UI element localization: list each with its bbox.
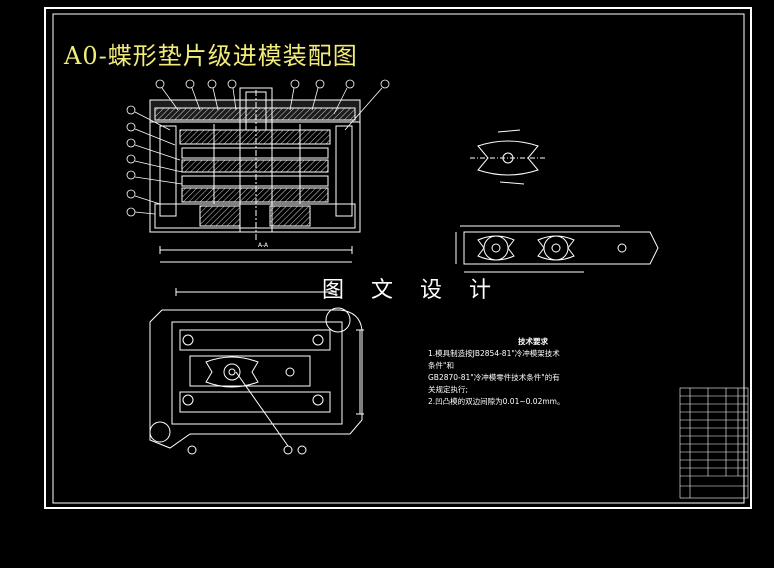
plan-view <box>149 288 364 455</box>
section-label: A-A <box>258 242 269 249</box>
requirement-line: 2.凹凸模的双边间隙为0.01~0.02mm。 <box>428 397 565 406</box>
outer-frame <box>44 7 752 509</box>
front-section-view <box>149 87 361 263</box>
inner-frame <box>52 13 745 504</box>
requirement-line: GB2870-81"冷冲模零件技术条件"的有 <box>428 373 560 382</box>
requirement-line: 1.模具制造按JB2854-81"冷冲模架技术 <box>428 349 560 358</box>
requirement-line: 关规定执行; <box>428 385 469 394</box>
part-balloons-left <box>126 105 183 217</box>
drawing-title: A0-蝶形垫片级进模装配图 <box>64 42 358 70</box>
part-balloons-top <box>155 79 390 131</box>
watermark-text: 图 文 设 计 <box>322 278 501 303</box>
washer-detail-view <box>470 129 546 185</box>
title-block <box>679 387 749 499</box>
requirement-line: 条件"和 <box>428 361 454 370</box>
technical-requirements: 技术要求 1.模具制造按JB2854-81"冷冲模架技术 条件"和 GB2870… <box>428 336 618 408</box>
technical-requirements-title: 技术要求 <box>518 337 548 346</box>
strip-layout-view <box>455 225 659 273</box>
